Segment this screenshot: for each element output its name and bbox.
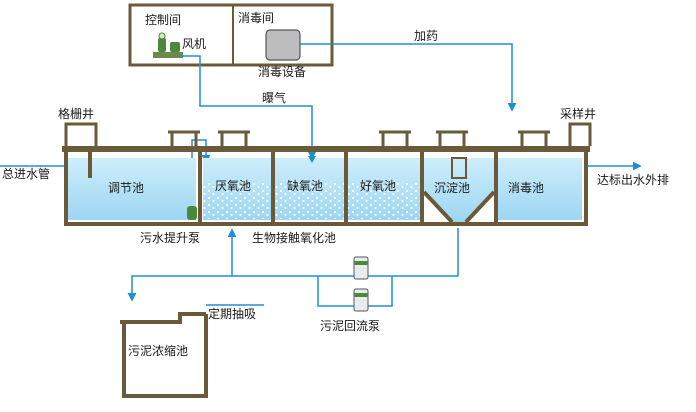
label-regular-pumping: 定期抽吸 (208, 306, 256, 321)
label-aeration: 曝气 (262, 90, 286, 105)
label-anaerobic-tank: 厌氧池 (215, 179, 251, 193)
label-anoxic-tank: 缺氧池 (287, 178, 323, 193)
outer-wall (64, 148, 588, 226)
bio-media (203, 183, 420, 219)
label-bio-contact-oxidation-tank: 生物接触氧化池 (252, 230, 336, 245)
label-sludge-thickening-tank: 污泥浓缩池 (128, 343, 188, 358)
fan-icon (153, 32, 183, 58)
label-sludge-return-pump: 污泥回流泵 (320, 319, 380, 333)
label-disinfection-equipment: 消毒设备 (258, 65, 306, 79)
label-control-room: 控制间 (145, 13, 181, 27)
label-discharge: 达标出水外排 (597, 173, 669, 187)
dosing-pipe (300, 43, 517, 112)
label-aerobic-tank: 好氧池 (360, 179, 396, 193)
label-equalization-tank: 调节池 (108, 181, 144, 195)
disinfection-water (498, 158, 582, 220)
sedimentation-water (424, 158, 494, 222)
label-disinfection-room: 消毒间 (238, 11, 274, 25)
aeration-pipe (180, 55, 317, 160)
tank-bank (62, 122, 592, 226)
label-screen-well: 格栅井 (58, 106, 94, 121)
label-fan: 风机 (182, 37, 206, 51)
sludge-return-pipe (227, 228, 459, 277)
label-disinfection-tank: 消毒池 (508, 181, 544, 195)
sludge-to-thickener-pipe (127, 275, 232, 302)
label-sedimentation-tank: 沉淀池 (434, 181, 470, 195)
label-dosing: 加药 (414, 29, 438, 43)
label-sewage-lift-pump: 污水提升泵 (140, 230, 200, 245)
pipes (0, 43, 642, 307)
top-slab (62, 146, 590, 152)
pump-icon (353, 256, 369, 312)
disinfection-equipment-icon (265, 29, 301, 61)
label-total-inlet-pipe: 总进水管 (2, 166, 50, 181)
sludge-thickening-tank (120, 312, 208, 398)
label-sampling-well: 采样井 (560, 106, 596, 121)
lift-pump-icon (187, 206, 197, 220)
